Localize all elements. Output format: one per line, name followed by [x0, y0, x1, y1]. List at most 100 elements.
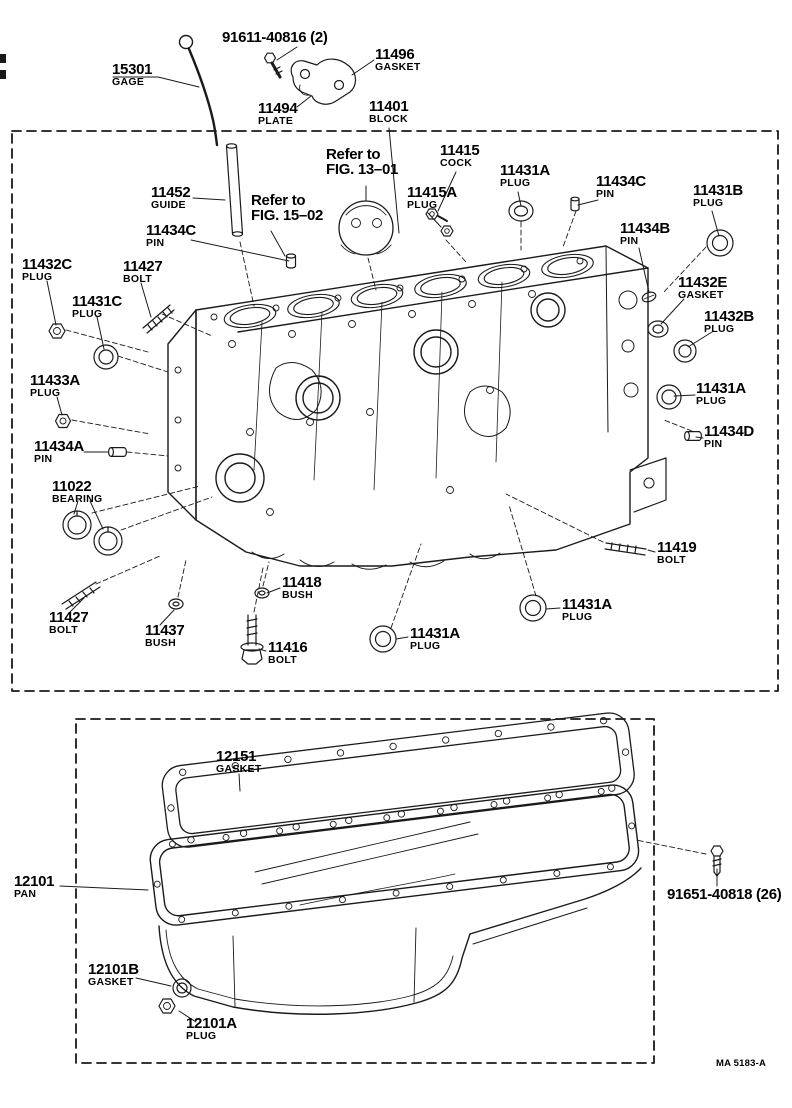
- label-plug-12101a: 12101A PLUG: [186, 1016, 237, 1042]
- label-pan-12101: 12101 PAN: [14, 873, 55, 901]
- part-name: BUSH: [145, 637, 176, 650]
- label-gasket-11496: 11496 GASKET: [375, 47, 421, 73]
- part-number: 11431A: [562, 596, 612, 613]
- drain-plug-drawing: [158, 978, 192, 1014]
- part-name: GASKET: [88, 976, 134, 989]
- leader-lines: [46, 46, 720, 1023]
- part-number: 11434D: [704, 423, 754, 440]
- label-gasket-12151: 12151 GASKET: [216, 749, 262, 775]
- part-number: 11431B: [693, 182, 743, 199]
- label-bolt-11416: 11416 BOLT: [268, 639, 308, 666]
- part-name: GASKET: [375, 61, 421, 74]
- small-parts-bottom: [168, 542, 647, 665]
- label-guide-11452: 11452 GUIDE: [151, 185, 191, 212]
- label-bolt-91651: 91651-40818 (26): [667, 886, 782, 903]
- label-plug-11432b: 11432B PLUG: [704, 309, 754, 335]
- lower-section-border: [75, 718, 655, 1064]
- note-refer-fig-13-01: Refer to FIG. 13–01: [326, 147, 398, 178]
- label-plug-11433a: 11433A PLUG: [30, 373, 80, 399]
- cock-plug-drawing: [425, 208, 454, 237]
- part-name: PLUG: [704, 323, 735, 336]
- part-number: 11431A: [696, 380, 746, 397]
- label-bolt-11419: 11419 BOLT: [657, 539, 697, 567]
- label-plug-11431c: 11431C PLUG: [72, 294, 122, 320]
- part-number: 11427: [123, 258, 163, 275]
- guide-tube-drawing: [225, 143, 244, 237]
- part-name: PLUG: [186, 1030, 217, 1043]
- part-number: 11434A: [34, 438, 84, 455]
- part-number: 12101: [14, 873, 55, 890]
- label-pin-11434d: 11434D PIN: [704, 424, 754, 450]
- label-pin-11434b: 11434B PIN: [620, 221, 670, 247]
- label-pin-11434a: 11434A PIN: [34, 439, 84, 465]
- label-bolt-91611: 91611-40816 (2): [222, 30, 328, 46]
- small-parts-left: [48, 253, 297, 610]
- plate-gasket-drawing: [290, 58, 357, 105]
- part-name: BOLT: [49, 624, 78, 637]
- part-name: PIN: [146, 237, 165, 250]
- construction-lines: [65, 210, 707, 855]
- part-number: 11434C: [596, 173, 646, 190]
- label-gasket-11432e: 11432E GASKET: [678, 275, 727, 301]
- part-number: 11432B: [704, 308, 754, 325]
- label-gasket-12101b: 12101B GASKET: [88, 962, 139, 988]
- label-plate-11494: 11494 PLATE: [258, 100, 298, 128]
- part-name: GAGE: [112, 76, 145, 89]
- note-refer-fig-15-02: Refer to FIG. 15–02: [251, 193, 323, 224]
- part-number: 11022: [52, 478, 92, 495]
- label-cock-11415: 11415 COCK: [440, 142, 480, 170]
- dipstick-drawing: [178, 34, 219, 147]
- label-bolt-11427-upper: 11427 BOLT: [123, 258, 163, 286]
- part-name: PIN: [704, 438, 723, 451]
- part-number: 11419: [657, 539, 697, 556]
- part-name: BLOCK: [369, 113, 408, 126]
- label-plug-11431a-top: 11431A PLUG: [500, 163, 550, 189]
- part-number: 11415: [440, 142, 480, 159]
- part-number: 12101B: [88, 961, 139, 978]
- part-name: PLUG: [72, 308, 103, 321]
- bolt-91651-drawing: [710, 845, 724, 877]
- part-name: PIN: [34, 453, 53, 466]
- label-plug-11431a-mid: 11431A PLUG: [562, 597, 612, 623]
- part-name: BOLT: [657, 554, 686, 567]
- oil-pan-gasket-drawing: [161, 712, 635, 848]
- part-number: 11433A: [30, 372, 80, 389]
- note-line: FIG. 15–02: [251, 207, 324, 225]
- label-plug-11431b: 11431B PLUG: [693, 183, 743, 209]
- label-bolt-11427-lower: 11427 BOLT: [49, 610, 89, 637]
- part-name: PLUG: [22, 271, 53, 284]
- piston-drawing: [338, 200, 394, 256]
- part-number: 11418: [282, 574, 322, 591]
- part-number: 91651-40818 (26): [667, 886, 782, 903]
- part-number: 15301: [112, 61, 153, 78]
- part-name: PAN: [14, 888, 37, 901]
- note-line: Refer to: [326, 146, 381, 163]
- part-name: COCK: [440, 157, 473, 170]
- label-plug-11431a-right: 11431A PLUG: [696, 381, 746, 407]
- part-number: 11494: [258, 100, 298, 117]
- part-number: 11415A: [407, 184, 457, 201]
- label-bearing-11022: 11022 BEARING: [52, 479, 103, 505]
- part-number: 11401: [369, 98, 409, 115]
- part-number: 11432C: [22, 256, 72, 273]
- part-name: PIN: [620, 235, 639, 248]
- part-number: 11434B: [620, 220, 670, 237]
- figure-code: MA 5183-A: [716, 1058, 767, 1069]
- label-bush-11418: 11418 BUSH: [282, 574, 322, 602]
- part-name: GUIDE: [151, 199, 186, 212]
- oil-pan-drawing: [149, 784, 642, 1015]
- label-pin-11434c-right: 11434C PIN: [596, 174, 646, 200]
- part-name: PLUG: [407, 199, 438, 212]
- part-number: 12101A: [186, 1015, 237, 1032]
- registration-marks: [0, 54, 6, 79]
- part-name: BOLT: [123, 273, 152, 286]
- part-name: PLUG: [30, 387, 61, 400]
- part-number: 12151: [216, 748, 257, 765]
- label-plug-11415a: 11415A PLUG: [407, 185, 457, 211]
- part-name: BUSH: [282, 589, 313, 602]
- part-number: 11431A: [410, 625, 460, 642]
- part-number: 11431A: [500, 162, 550, 179]
- part-name: PLATE: [258, 115, 294, 128]
- part-number: 11416: [268, 639, 308, 656]
